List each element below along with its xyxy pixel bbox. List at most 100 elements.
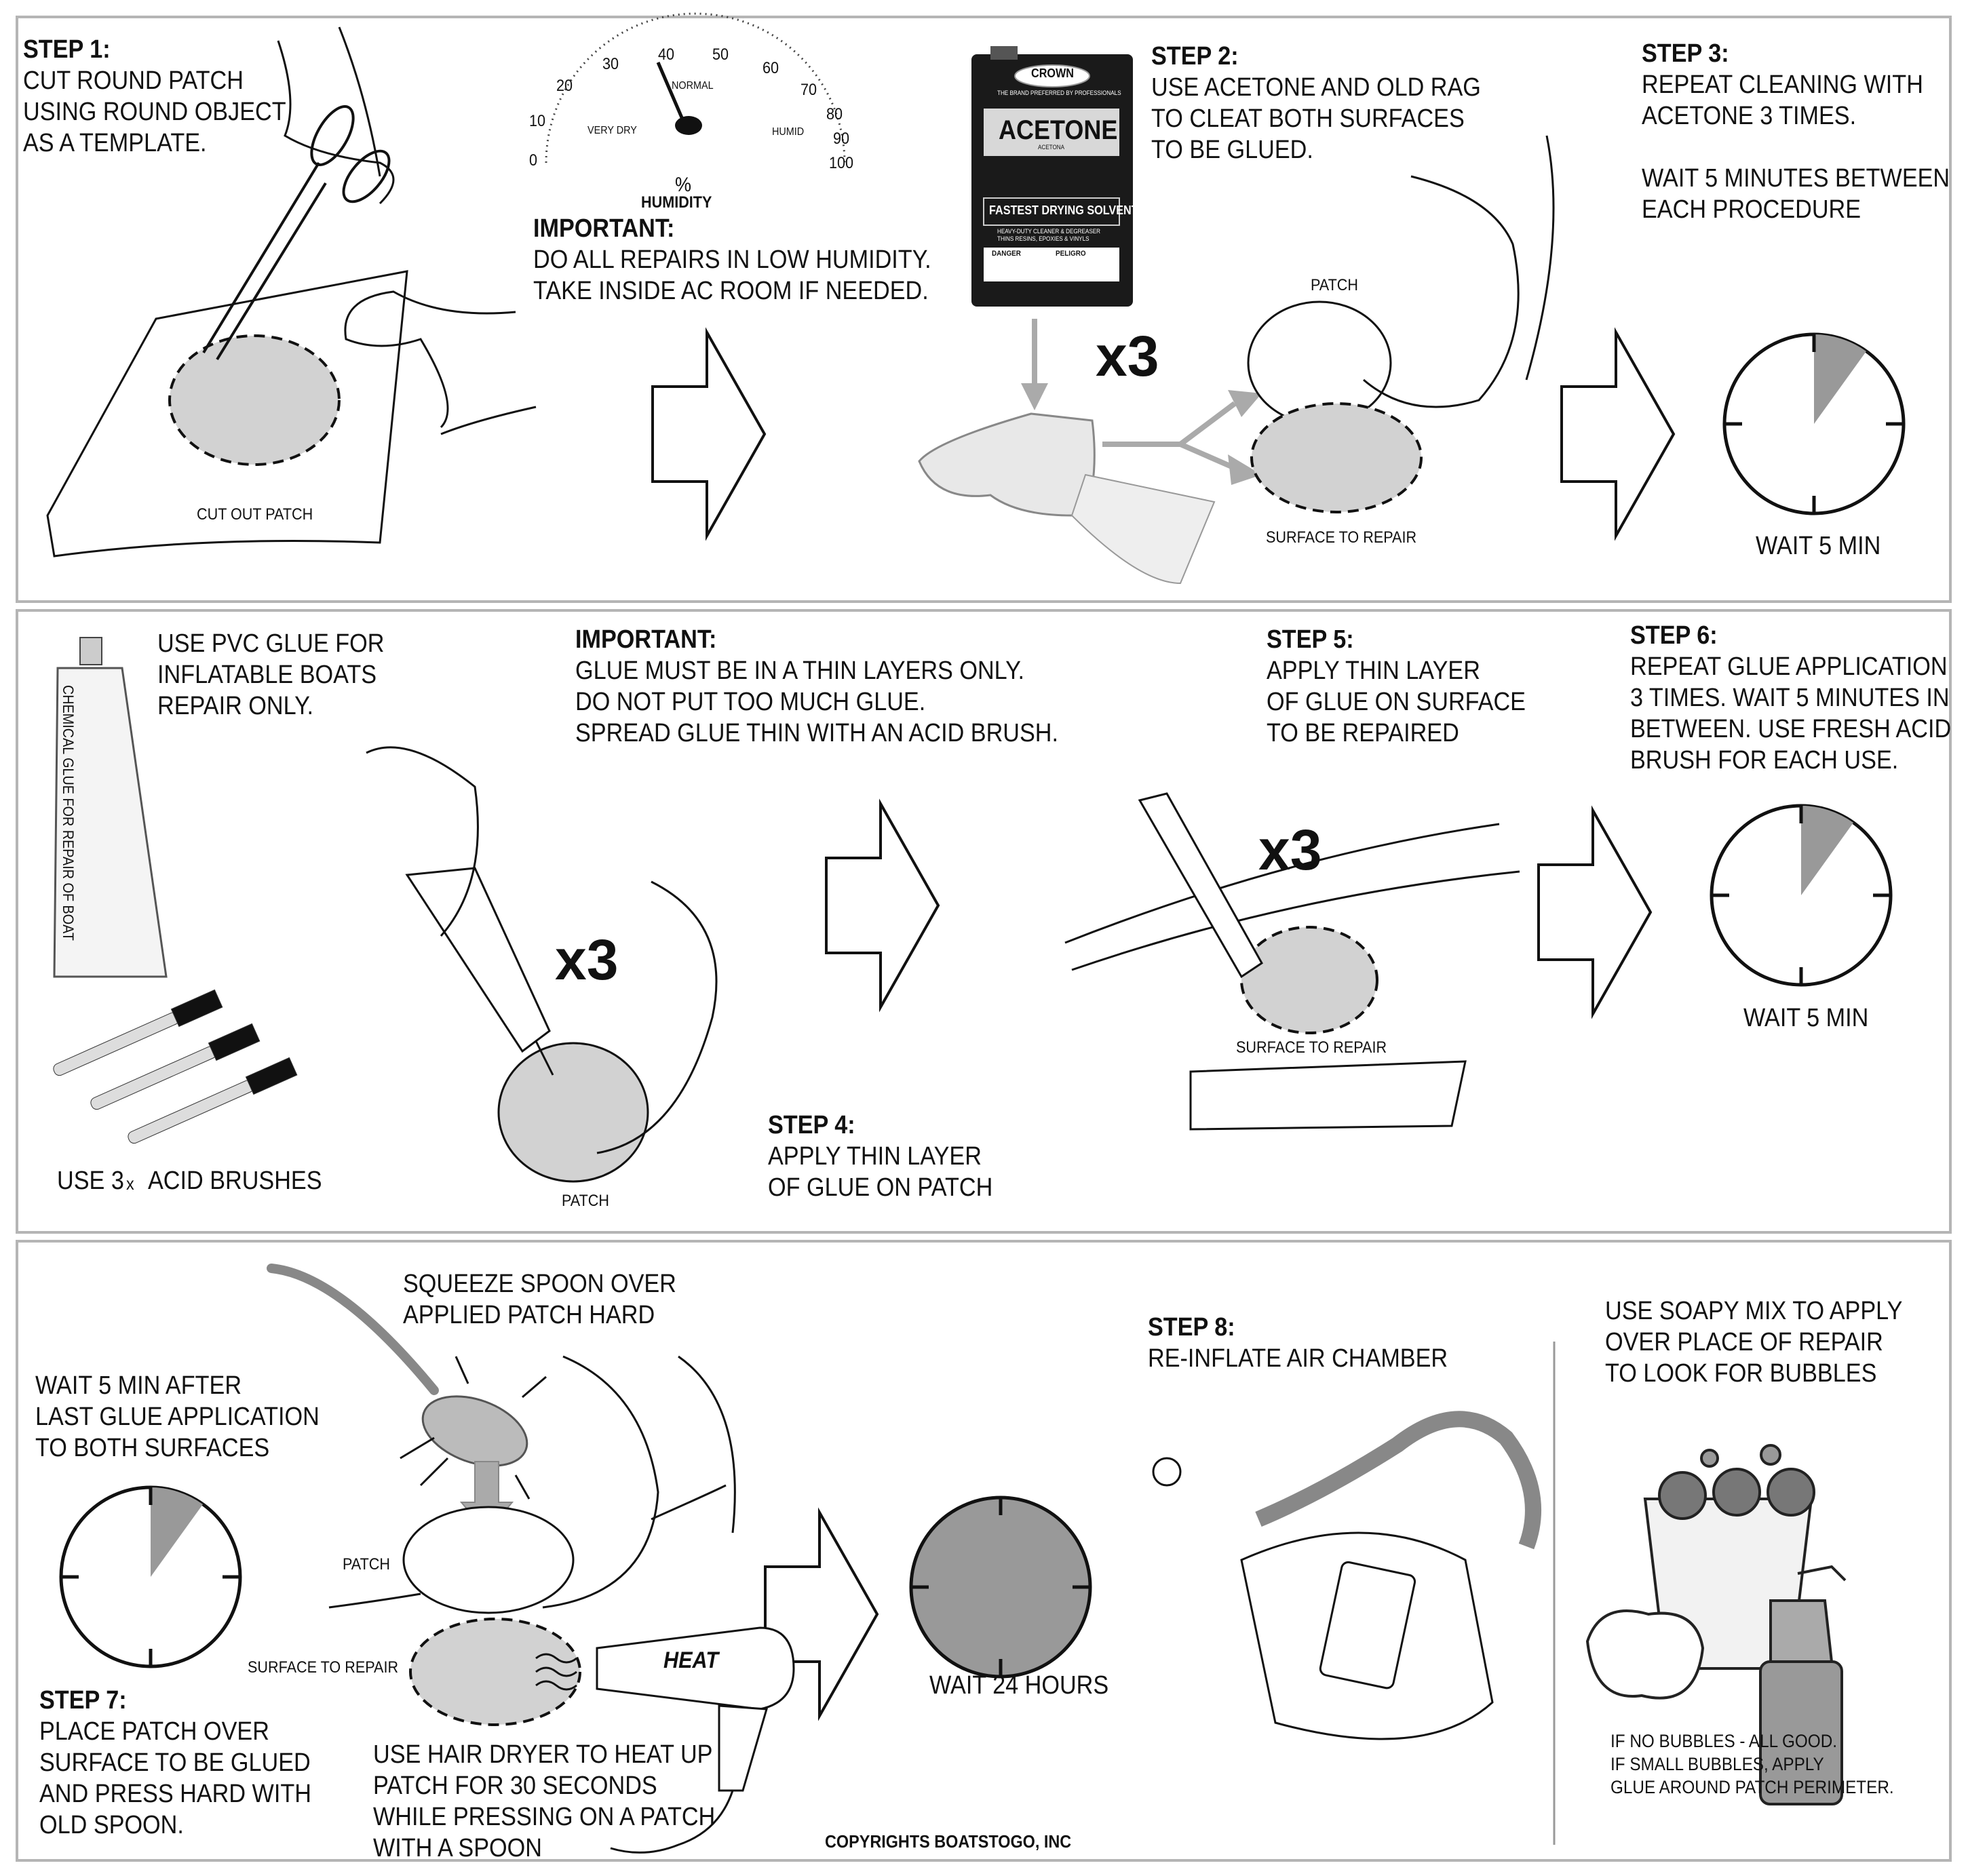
boat-surface-lines-2 xyxy=(328,1484,727,1609)
glue-brush-step5 xyxy=(1138,792,1263,979)
step5-surface-label: SURFACE TO REPAIR xyxy=(1236,1038,1387,1057)
can-band-small: HEAVY-DUTY CLEANER & DEGREASER THINS RES… xyxy=(997,228,1101,242)
brushes-label: USE 3 xyxy=(57,1167,124,1195)
spoon-note: SQUEEZE SPOON OVER APPLIED PATCH HARD xyxy=(403,1270,676,1329)
gauge-tick-90: 90 xyxy=(833,130,850,148)
arrow-step1 xyxy=(651,331,766,537)
step2-text: USE ACETONE AND OLD RAG TO CLEAT BOTH SU… xyxy=(1151,73,1481,164)
step5-heading: STEP 5: xyxy=(1267,625,1354,654)
wait-note: WAIT 5 MIN AFTER LAST GLUE APPLICATION T… xyxy=(35,1371,320,1462)
gauge-tick-0: 0 xyxy=(529,151,538,170)
soapy-note: USE SOAPY MIX TO APPLY OVER PLACE OF REP… xyxy=(1605,1297,1903,1388)
cut-patch xyxy=(168,334,341,466)
step1-text: CUT ROUND PATCH USING ROUND OBJECT AS A … xyxy=(23,66,286,157)
wait24: WAIT 24 HOURS xyxy=(929,1671,1109,1700)
can-brand: CROWN xyxy=(1031,66,1074,80)
gauge-tick-60: 60 xyxy=(763,59,779,77)
step3-heading: STEP 3: xyxy=(1642,39,1729,68)
important2-heading: IMPORTANT: xyxy=(575,625,717,654)
step6-wait: WAIT 5 MIN xyxy=(1743,1004,1869,1032)
acetone-can xyxy=(971,46,1133,307)
clock-24h-icon xyxy=(909,1496,1092,1679)
step7-heading: STEP 7: xyxy=(39,1686,127,1715)
gauge-percent: % xyxy=(675,174,692,196)
step7-patch-label: PATCH xyxy=(343,1555,391,1574)
pressure-rays xyxy=(400,1356,547,1500)
patch-strip xyxy=(1189,1060,1467,1131)
gauge-humid: HUMID xyxy=(772,126,805,138)
arrow-step4 xyxy=(825,802,940,1009)
hand-step4-outline xyxy=(366,746,718,1154)
spray-bottle-icon xyxy=(1759,1565,1847,1805)
spoon-icon xyxy=(267,1264,528,1467)
gauge-tick-70: 70 xyxy=(800,81,817,99)
surface-step5 xyxy=(1240,926,1378,1034)
step4-heading: STEP 4: xyxy=(768,1111,855,1139)
glue-tube-text: CHEMICAL GLUE FOR REPAIR OF BOAT xyxy=(60,685,77,941)
surface-step7 xyxy=(409,1618,581,1726)
clock-5min-icon xyxy=(1722,332,1906,515)
surface-step2 xyxy=(1250,402,1423,513)
hair-dryer-icon xyxy=(535,1626,795,1854)
step2-multiplier: x3 xyxy=(1096,324,1159,388)
gauge-tick-30: 30 xyxy=(602,55,619,73)
arrow-step3 xyxy=(1560,331,1675,537)
patch-step4 xyxy=(497,1042,649,1183)
step7-text: PLACE PATCH OVER SURFACE TO BE GLUED AND… xyxy=(39,1717,311,1839)
can-band: FASTEST DRYING SOLVENT xyxy=(989,203,1138,217)
step1-heading: STEP 1: xyxy=(23,35,111,64)
gauge-very-dry: VERY DRY xyxy=(587,125,637,136)
arrow-step6 xyxy=(1537,809,1652,1015)
brushes-label2: ACID BRUSHES xyxy=(148,1167,322,1195)
gauge-tick-100: 100 xyxy=(829,154,854,172)
step2-heading: STEP 2: xyxy=(1151,42,1239,71)
step4-text: APPLY THIN LAYER OF GLUE ON PATCH xyxy=(768,1142,993,1202)
step3-text: REPEAT CLEANING WITH ACETONE 3 TIMES. WA… xyxy=(1642,71,1950,224)
scissors-icon xyxy=(202,105,391,361)
step4-patch-label: PATCH xyxy=(562,1192,610,1210)
can-subtitle: ACETONA xyxy=(1038,144,1065,151)
step6-heading: STEP 6: xyxy=(1630,621,1718,650)
humidity-gauge xyxy=(522,12,862,212)
step1-label: CUT OUT PATCH xyxy=(197,505,313,524)
copyright: COPYRIGHTS BOATSTOGO, INC xyxy=(825,1831,1072,1852)
step8-heading: STEP 8: xyxy=(1148,1313,1235,1342)
step5-multiplier: x3 xyxy=(1258,818,1322,882)
gauge-tick-10: 10 xyxy=(529,112,546,130)
heat-label: HEAT xyxy=(663,1647,719,1673)
glue-brush-step4 xyxy=(405,867,554,1076)
rag xyxy=(918,412,1216,585)
step4-multiplier: x3 xyxy=(555,928,619,992)
air-pump-icon xyxy=(1152,1411,1541,1740)
important2-text: GLUE MUST BE IN A THIN LAYERS ONLY. DO N… xyxy=(575,657,1058,747)
acid-brushes-icon xyxy=(53,989,298,1144)
flow-arrows xyxy=(1021,319,1262,485)
hand-right-outline xyxy=(344,290,537,435)
hand-step7-outline xyxy=(542,1355,736,1609)
step2-surface-label: SURFACE TO REPAIR xyxy=(1266,528,1417,547)
glue-tube xyxy=(53,637,168,978)
can-danger: DANGER xyxy=(992,250,1021,258)
important1-heading: IMPORTANT: xyxy=(533,214,675,243)
step2-patch-label: PATCH xyxy=(1311,276,1359,294)
can-tagline: THE BRAND PREFERRED BY PROFESSIONALS xyxy=(997,90,1121,96)
hand-left-outline xyxy=(277,26,395,205)
clock-5min-icon-2 xyxy=(1710,804,1893,987)
step3-wait: WAIT 5 MIN xyxy=(1756,532,1881,560)
brushes-times: x xyxy=(126,1173,134,1194)
hand-step2-outline xyxy=(1363,135,1555,408)
patch-step7 xyxy=(402,1506,575,1614)
clock-5min-icon-3 xyxy=(59,1485,242,1668)
glue-note: USE PVC GLUE FOR INFLATABLE BOATS REPAIR… xyxy=(157,629,385,720)
step6-text: REPEAT GLUE APPLICATION 3 TIMES. WAIT 5 … xyxy=(1630,652,1952,775)
gauge-tick-40: 40 xyxy=(658,45,675,64)
boat-surface-lines xyxy=(1064,823,1520,971)
gauge-tick-50: 50 xyxy=(712,45,729,64)
result-note: IF NO BUBBLES - ALL GOOD. IF SMALL BUBBL… xyxy=(1610,1731,1894,1797)
gauge-tick-20: 20 xyxy=(556,77,573,95)
step8-text: RE-INFLATE AIR CHAMBER xyxy=(1148,1344,1448,1373)
gauge-tick-80: 80 xyxy=(826,105,843,123)
can-peligro: PELIGRO xyxy=(1056,250,1086,258)
important1-text: DO ALL REPAIRS IN LOW HUMIDITY. TAKE INS… xyxy=(533,246,931,305)
